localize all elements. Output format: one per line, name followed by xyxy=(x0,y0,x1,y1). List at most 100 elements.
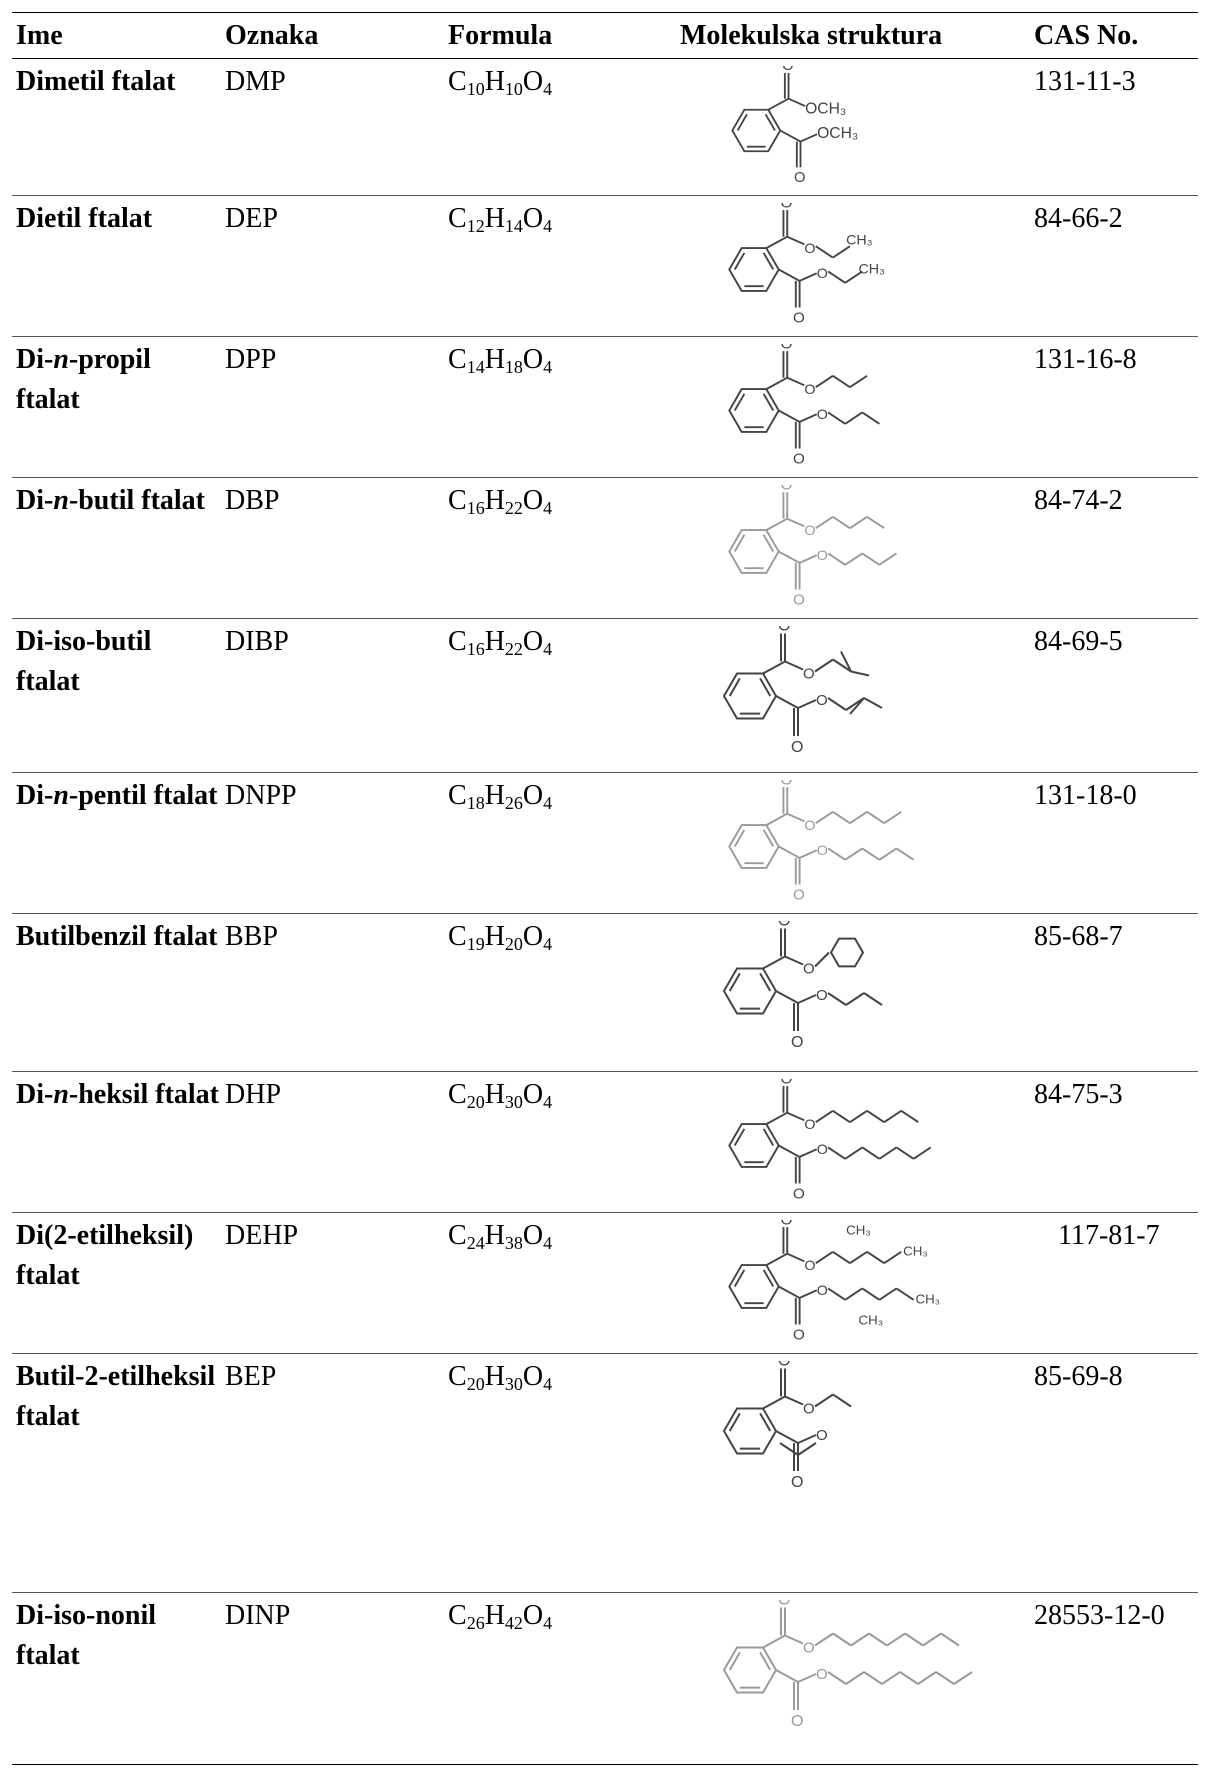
compound-code: BEP xyxy=(225,1361,277,1392)
compound-name: Di-n-butil ftalat xyxy=(16,485,206,516)
svg-text:O: O xyxy=(791,1474,803,1491)
formula-element: O xyxy=(522,66,544,97)
formula-subscript: 16 xyxy=(466,498,485,518)
table-top-rule xyxy=(12,12,1198,13)
header-code: Oznaka xyxy=(225,20,319,51)
svg-text:O: O xyxy=(793,887,805,904)
svg-text:CH₃: CH₃ xyxy=(846,232,872,248)
formula-subscript: 4 xyxy=(543,639,553,659)
svg-text:O: O xyxy=(817,1283,828,1299)
formula-subscript: 4 xyxy=(543,498,553,518)
formula-subscript: 10 xyxy=(466,79,485,99)
structure-drawing: OOOO xyxy=(728,344,880,468)
formula-element: O xyxy=(522,1361,544,1392)
formula-element: C xyxy=(448,66,467,97)
molecular-structure: OOOOCH₃CH₃ xyxy=(680,203,980,336)
molecular-structure: OOOO xyxy=(680,921,980,1071)
molecular-structure: OOOO xyxy=(680,1361,980,1591)
formula: C19H20O4 xyxy=(448,917,678,957)
formula-element: O xyxy=(522,1600,544,1631)
formula-subscript: 20 xyxy=(466,1092,485,1112)
svg-text:OCH₃: OCH₃ xyxy=(817,125,858,142)
formula-element: O xyxy=(522,485,544,516)
structure-drawing: OOOO xyxy=(722,626,883,756)
formula-subscript: 26 xyxy=(466,1613,485,1633)
svg-text:O: O xyxy=(791,739,803,756)
formula-element: C xyxy=(448,921,467,952)
formula-element: O xyxy=(522,626,544,657)
svg-text:O: O xyxy=(816,692,828,709)
formula-subscript: 14 xyxy=(504,216,523,236)
molecular-structure: OOOO xyxy=(680,1079,980,1212)
formula-subscript: 14 xyxy=(466,357,485,377)
formula-element: O xyxy=(522,1220,544,1251)
table-bottom-rule xyxy=(12,1764,1198,1765)
svg-text:CH₃: CH₃ xyxy=(859,1313,884,1328)
svg-text:O: O xyxy=(817,548,828,564)
row-rule xyxy=(12,1212,1198,1213)
svg-text:O: O xyxy=(804,382,815,398)
svg-text:OCH₃: OCH₃ xyxy=(805,100,846,117)
svg-text:O: O xyxy=(803,665,815,682)
row-rule xyxy=(12,913,1198,914)
svg-text:O: O xyxy=(793,592,805,609)
structure-drawing: OOOO xyxy=(728,780,915,904)
formula-subscript: 24 xyxy=(466,1233,485,1253)
molecular-structure: OOOO xyxy=(680,485,980,618)
compound-name: Butilbenzil ftalat xyxy=(16,921,218,952)
structure-drawing: OOOOCH₃CH₃ xyxy=(728,203,885,327)
formula-subscript: 19 xyxy=(466,934,485,954)
structure-drawing: OOOO xyxy=(722,1600,973,1730)
svg-text:O: O xyxy=(791,1713,803,1730)
formula-subscript: 4 xyxy=(543,1092,553,1112)
svg-text:O: O xyxy=(781,780,793,788)
header-name: Ime xyxy=(16,20,63,51)
molecular-structure: OOOOCH₃CH₃CH₃CH₃ xyxy=(680,1220,980,1353)
cas-number: 117-81-7 xyxy=(1058,1220,1160,1251)
formula-element: O xyxy=(522,344,544,375)
svg-text:O: O xyxy=(803,1639,815,1656)
formula-element: C xyxy=(448,203,467,234)
svg-text:CH₃: CH₃ xyxy=(846,1223,871,1238)
formula-subscript: 4 xyxy=(543,357,553,377)
formula-subscript: 12 xyxy=(466,216,485,236)
svg-text:O: O xyxy=(817,407,828,423)
formula-element: H xyxy=(484,780,505,811)
compound-code: DINP xyxy=(225,1600,291,1631)
compound-name: Dietil ftalat xyxy=(16,203,153,234)
formula: C10H10O4 xyxy=(448,62,678,102)
svg-text:O: O xyxy=(793,1186,805,1203)
formula-element: C xyxy=(448,626,467,657)
formula-element: C xyxy=(448,1361,467,1392)
formula-subscript: 38 xyxy=(504,1233,523,1253)
structure-drawing: OOOO xyxy=(728,1079,932,1203)
svg-text:O: O xyxy=(782,66,793,74)
formula-subscript: 4 xyxy=(543,934,553,954)
compound-name: Di-n-heksil ftalat xyxy=(16,1079,220,1110)
formula-subscript: 18 xyxy=(466,793,485,813)
cas-number: 84-74-2 xyxy=(1034,485,1123,516)
formula-element: O xyxy=(522,780,544,811)
structure-drawing: OOOO xyxy=(722,1361,852,1491)
svg-text:O: O xyxy=(781,1079,793,1087)
molecular-structure: OOOO xyxy=(680,344,980,477)
formula-element: H xyxy=(484,1600,505,1631)
formula-subscript: 4 xyxy=(543,216,553,236)
compound-name: Di(2-etilheksil) ftalat xyxy=(16,1220,194,1291)
formula: C18H26O4 xyxy=(448,776,678,816)
svg-text:O: O xyxy=(817,266,828,282)
formula-element: H xyxy=(484,344,505,375)
header-formula: Formula xyxy=(448,20,553,51)
row-rule xyxy=(12,477,1198,478)
formula-element: C xyxy=(448,485,467,516)
molecular-structure: OOOO xyxy=(680,1600,980,1770)
formula: C16H22O4 xyxy=(448,481,678,521)
formula-subscript: 22 xyxy=(504,639,523,659)
svg-text:CH₃: CH₃ xyxy=(916,1292,941,1307)
row-rule xyxy=(12,195,1198,196)
svg-text:O: O xyxy=(804,241,815,257)
cas-number: 131-18-0 xyxy=(1034,780,1137,811)
formula-subscript: 10 xyxy=(504,79,523,99)
molecular-structure: OOOO xyxy=(680,780,980,913)
